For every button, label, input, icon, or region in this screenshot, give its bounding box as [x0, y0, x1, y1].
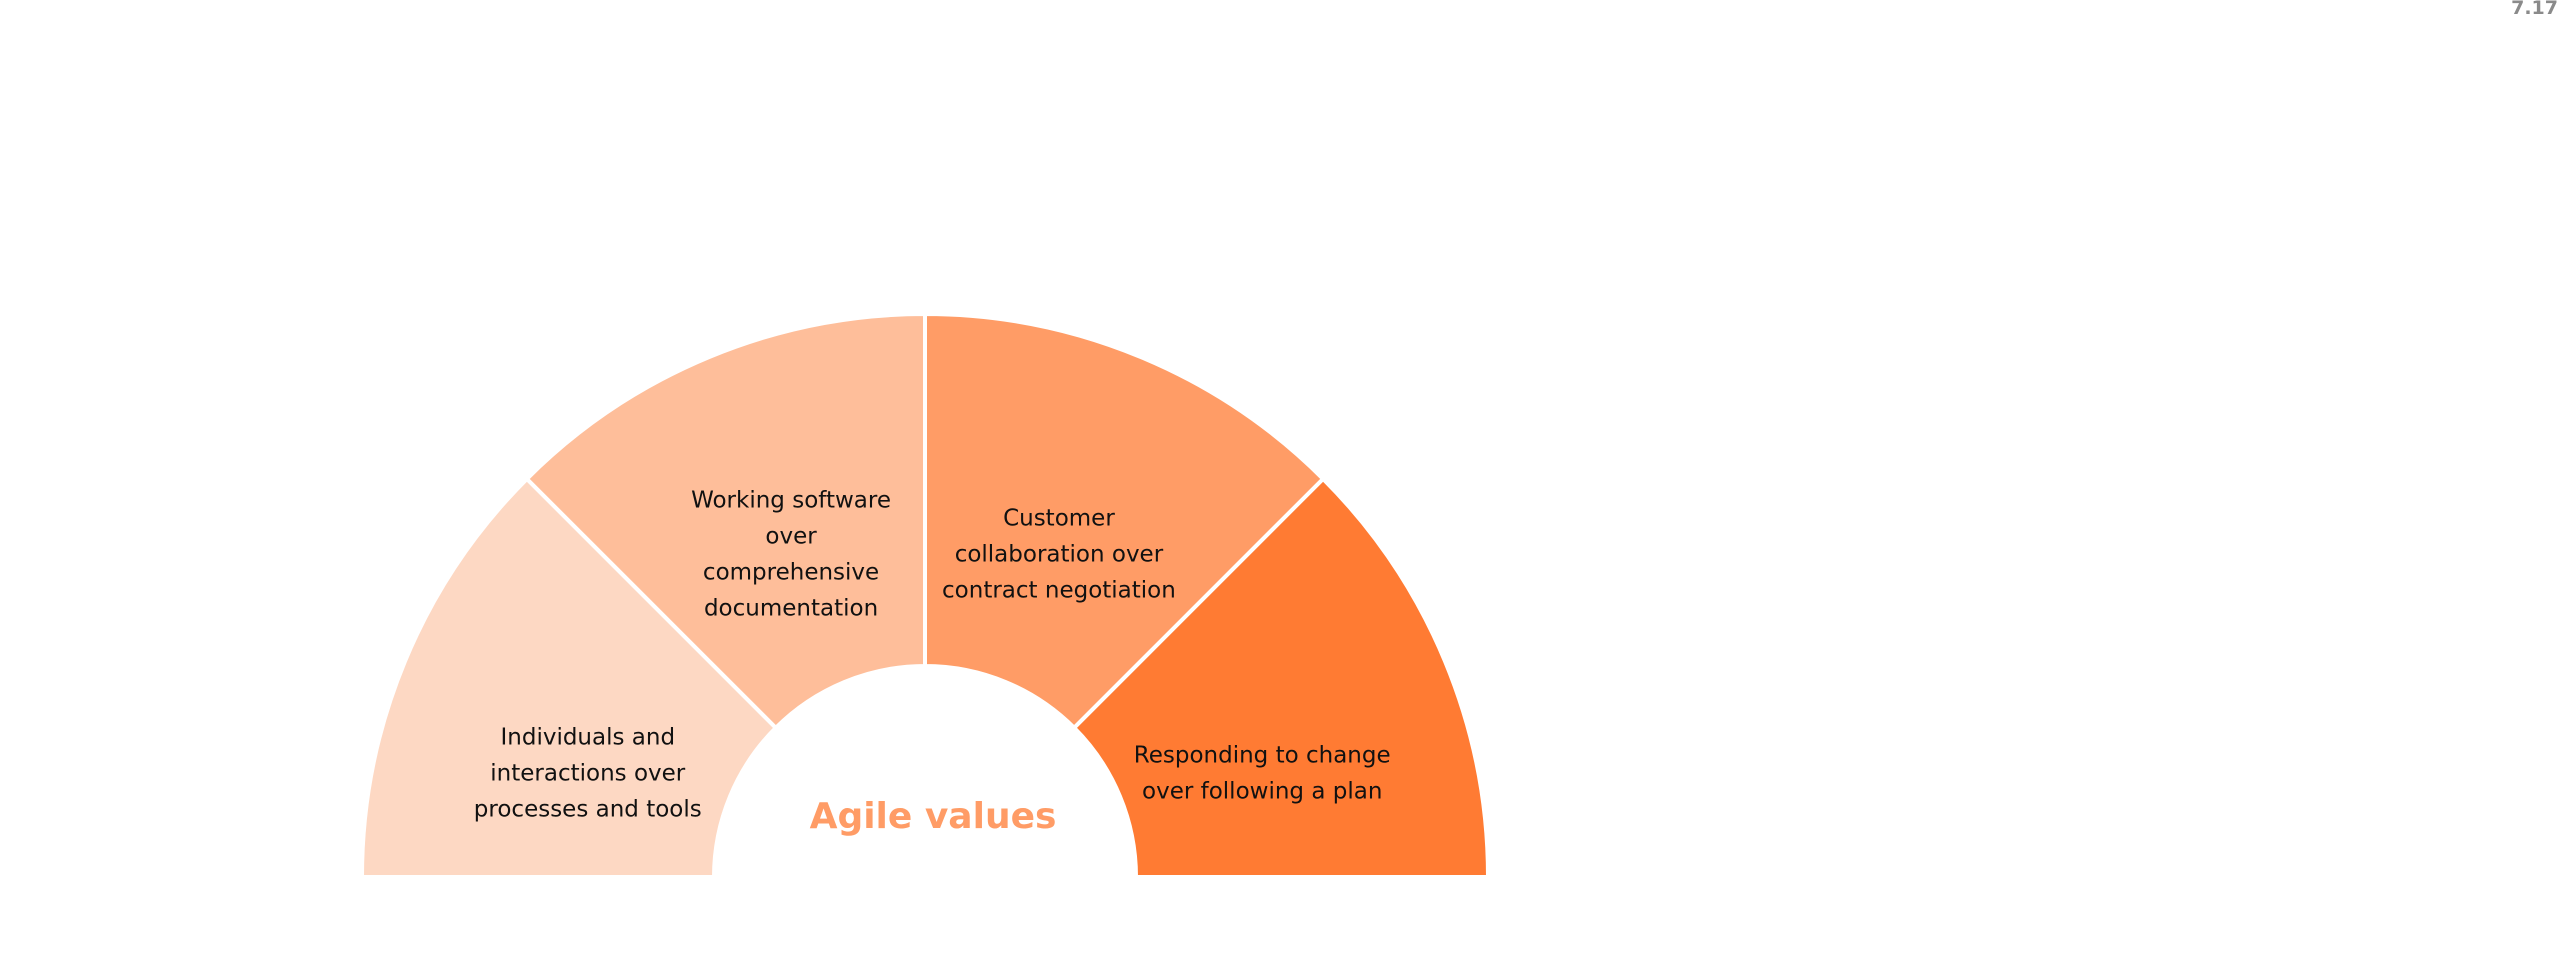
segment-label-line: Working software: [691, 488, 891, 514]
segment-1: [359, 476, 779, 879]
segment-label-line: interactions over: [490, 760, 686, 786]
segment-label-4: Responding to change over following a pla…: [1134, 742, 1391, 804]
segment-label-line: documentation: [704, 596, 878, 622]
segment-label-line: over: [765, 524, 817, 550]
segment-label-line: processes and tools: [474, 796, 702, 822]
segment-label-line: comprehensive: [703, 560, 879, 586]
version-label: 7.17: [2511, 0, 2558, 19]
segment-label-3: Customer collaboration over contract negot…: [942, 506, 1176, 604]
segment-label-1: Individuals and interactions over processe…: [474, 724, 702, 822]
segment-label-2: Working software over comprehensive documen…: [691, 488, 891, 622]
segment-label-line: contract negotiation: [942, 578, 1176, 604]
segment-4: [1071, 476, 1491, 879]
segment-label-line: collaboration over: [955, 542, 1164, 568]
segment-label-line: over following a plan: [1142, 778, 1382, 804]
center-title: Agile values: [810, 796, 1057, 837]
segment-3: [923, 311, 1326, 731]
segment-label-line: Responding to change: [1134, 742, 1391, 768]
segment-label-line: Individuals and: [500, 724, 675, 750]
segment-2: [524, 311, 927, 731]
segment-label-line: Customer: [1003, 506, 1115, 532]
